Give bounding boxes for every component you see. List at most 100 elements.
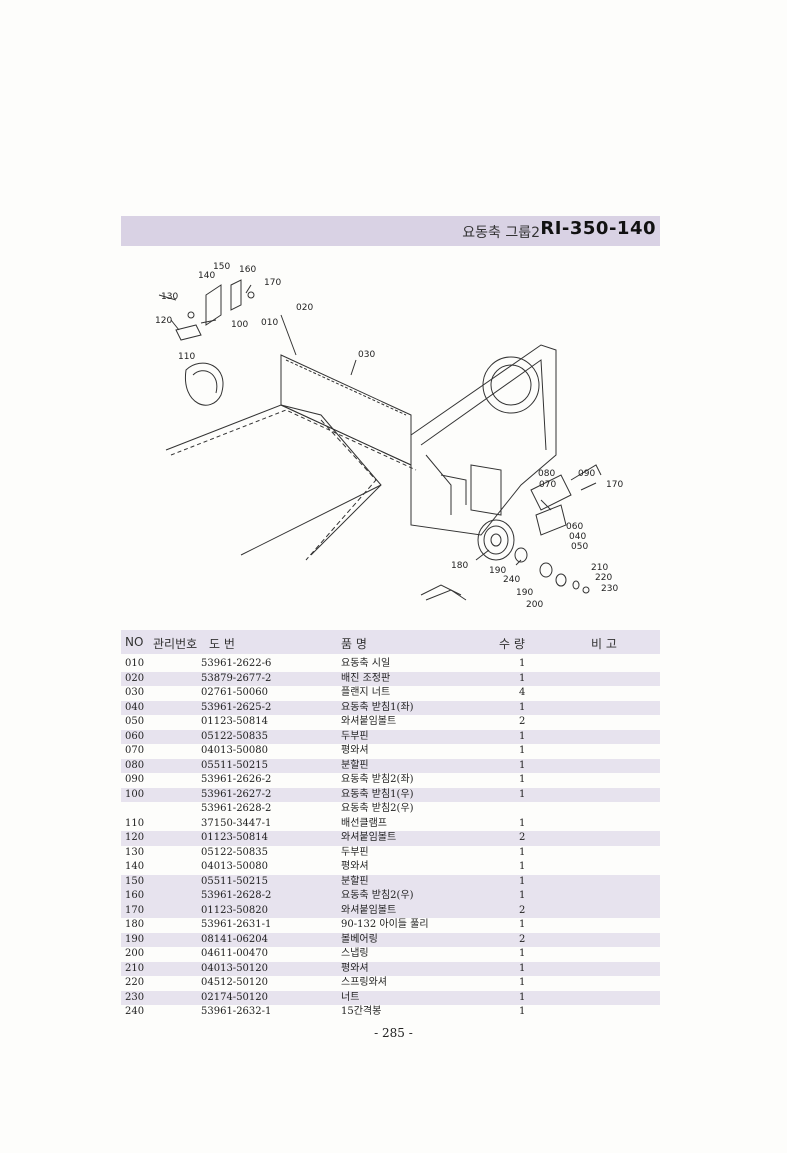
callout-label: 200 xyxy=(526,600,543,610)
part-name: 요동축 받침2(우) xyxy=(341,803,414,814)
quantity: 1 xyxy=(519,890,526,901)
quantity: 1 xyxy=(519,919,526,930)
part-no: 110 xyxy=(125,817,145,829)
drawing-number: 02761-50060 xyxy=(201,687,269,698)
drawing-number: 04013-50080 xyxy=(201,861,269,872)
part-no: 060 xyxy=(125,730,145,742)
drawing-number: 53961-2627-2 xyxy=(201,788,272,800)
table-row: 200 04611-00470 스냅링 1 xyxy=(121,947,660,962)
callout-label: 130 xyxy=(161,292,178,302)
drawing-number: 01123-50814 xyxy=(201,716,269,727)
callout-label: 240 xyxy=(503,575,520,585)
part-no: 240 xyxy=(125,1006,145,1017)
callout-label: 190 xyxy=(516,588,533,598)
callout-label: 060 xyxy=(566,522,583,532)
part-name: 배진 조정판 xyxy=(341,672,391,684)
part-code: RI-350-140 xyxy=(540,218,656,239)
drawing-number: 01123-50814 xyxy=(201,832,269,843)
quantity: 1 xyxy=(519,774,526,785)
part-name: 15간격봉 xyxy=(341,1006,382,1017)
quantity: 1 xyxy=(519,861,526,872)
part-no: 090 xyxy=(125,774,145,785)
table-row: 110 37150-3447-1 배선클램프 1 xyxy=(121,817,660,832)
part-no: 100 xyxy=(125,788,145,800)
callout-label: 100 xyxy=(231,320,248,330)
callout-label: 180 xyxy=(451,561,468,571)
part-no: 210 xyxy=(125,962,145,974)
part-no: 130 xyxy=(125,846,145,858)
drawing-number: 05511-50215 xyxy=(201,875,269,887)
callout-label: 030 xyxy=(358,350,375,360)
drawing-number: 05122-50835 xyxy=(201,730,269,742)
part-no: 230 xyxy=(125,991,145,1003)
callout-label: 170 xyxy=(606,480,623,490)
quantity: 1 xyxy=(519,701,526,713)
part-name: 평와셔 xyxy=(341,962,369,974)
part-no: 040 xyxy=(125,701,145,713)
part-no: 140 xyxy=(125,861,145,872)
drawing-number: 02174-50120 xyxy=(201,991,269,1003)
part-name: 스냅링 xyxy=(341,948,369,959)
callout-label: 170 xyxy=(264,278,281,288)
part-no: 010 xyxy=(125,658,145,669)
drawing-number: 04013-50120 xyxy=(201,962,269,974)
callout-label: 020 xyxy=(296,303,313,313)
part-no: 080 xyxy=(125,759,145,771)
table-row: 230 02174-50120 너트 1 xyxy=(121,990,660,1005)
part-no: 200 xyxy=(125,948,145,959)
part-no: 030 xyxy=(125,687,145,698)
drawing-number: 04611-00470 xyxy=(201,948,269,959)
quantity: 2 xyxy=(519,716,526,727)
callout-label: 120 xyxy=(155,316,172,326)
part-name: 너트 xyxy=(341,991,360,1003)
drawing-number: 08141-06204 xyxy=(201,933,269,945)
quantity: 2 xyxy=(519,904,526,916)
part-name: 와셔붙임볼트 xyxy=(341,832,397,843)
quantity: 1 xyxy=(519,991,526,1003)
part-no: 160 xyxy=(125,890,145,901)
part-name: 배선클램프 xyxy=(341,817,387,829)
part-name: 와셔붙임볼트 xyxy=(341,904,397,916)
col-header-qty: 수 량 xyxy=(499,637,525,651)
part-name: 와셔붙임볼트 xyxy=(341,716,397,727)
drawing-number: 53961-2631-1 xyxy=(201,919,272,930)
drawing-number: 53879-2677-2 xyxy=(201,672,272,684)
callout-label: 220 xyxy=(595,573,612,583)
callout-label: 080 xyxy=(538,469,555,479)
callout-label: 160 xyxy=(239,265,256,275)
exploded-parts-diagram: 150 140 160 170 130 120 100 010 020 110 … xyxy=(155,262,623,610)
col-header-note: 비 고 xyxy=(591,637,617,651)
callout-label: 210 xyxy=(591,563,608,573)
quantity: 1 xyxy=(519,672,526,684)
part-no: 070 xyxy=(125,745,145,756)
part-no: 180 xyxy=(125,919,145,930)
quantity: 1 xyxy=(519,875,526,887)
callout-label: 140 xyxy=(198,271,215,281)
drawing-number: 37150-3447-1 xyxy=(201,817,272,829)
part-no: 120 xyxy=(125,832,145,843)
part-no: 190 xyxy=(125,933,145,945)
col-header-no: NO xyxy=(125,635,144,649)
quantity: 1 xyxy=(519,948,526,959)
part-no: 150 xyxy=(125,875,145,887)
part-name: 두부핀 xyxy=(341,730,369,742)
quantity: 1 xyxy=(519,817,526,829)
part-name: 분할핀 xyxy=(341,759,369,771)
drawing-number: 01123-50820 xyxy=(201,904,269,916)
callout-label: 230 xyxy=(601,584,618,594)
quantity: 1 xyxy=(519,977,526,988)
quantity: 1 xyxy=(519,658,526,669)
group-title: 요동축 그룹2 xyxy=(462,225,540,241)
